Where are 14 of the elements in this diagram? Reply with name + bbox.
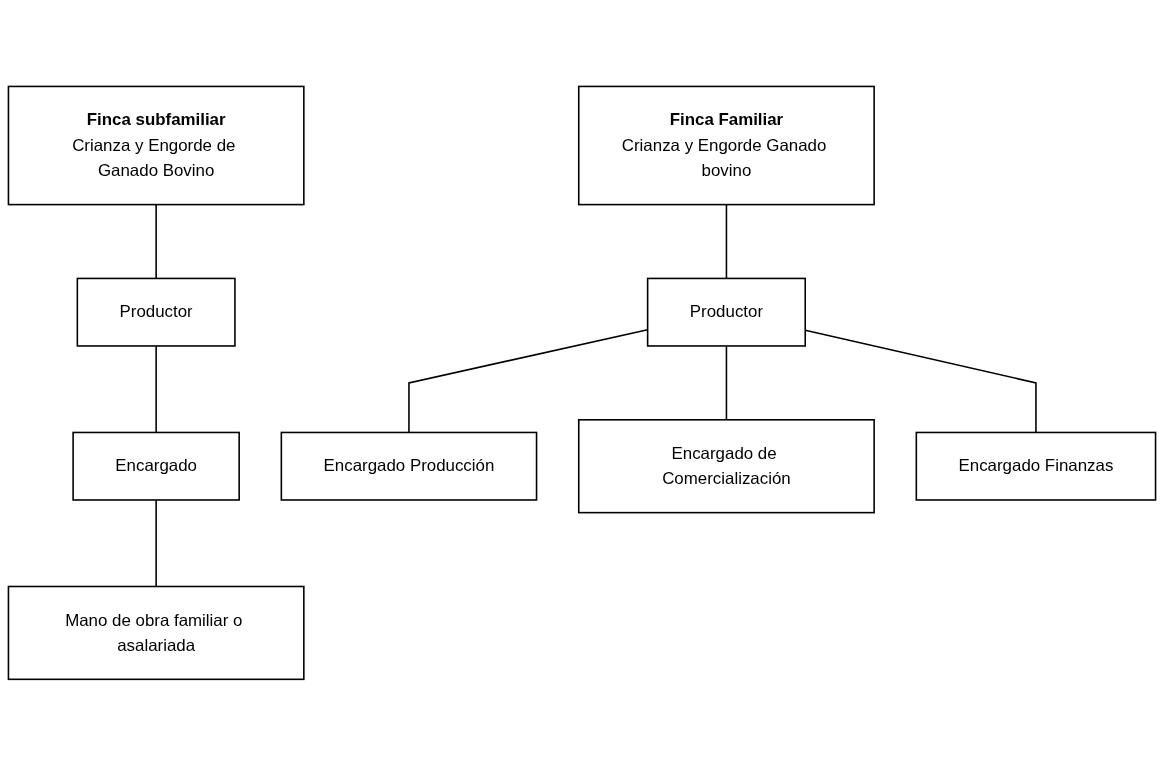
connector [155, 499, 157, 588]
node-box: Mano de obra familiar o asalariada [7, 585, 305, 681]
node-box: Encargado de Comercialización [577, 419, 875, 514]
node-box: Productor [76, 277, 236, 347]
node-box: Encargado Finanzas [915, 431, 1157, 501]
connector [155, 203, 157, 280]
node-box: Finca subfamiliar Crianza y Engorde de Ganado Bovino [7, 85, 305, 206]
node-box: Finca Familiar Crianza y Engorde Ganado bovino [577, 85, 875, 206]
connector [725, 203, 728, 280]
node-box: Encargado Producción [280, 431, 538, 501]
node-box: Productor [646, 277, 806, 347]
connector [155, 345, 157, 434]
connector [725, 345, 728, 421]
node-box: Encargado [72, 431, 240, 501]
